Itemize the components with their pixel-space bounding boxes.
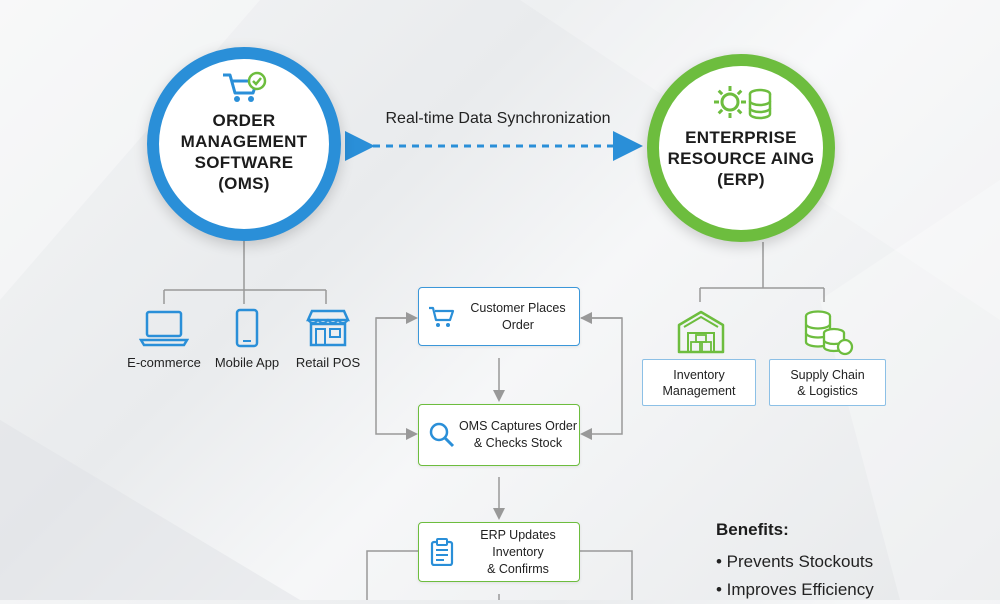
cart-icon [427,305,457,329]
oms-channel-tree [163,241,327,304]
channel-label: Mobile App [214,355,280,370]
channel-retail-pos: Retail POS [278,308,378,370]
erp-module-supply-chain: Supply Chain & Logistics [769,359,886,406]
flow-step-label: Customer Places Order [470,300,566,332]
coins-icon [802,309,854,362]
erp-title: ENTERPRISE RESOURCE AING (ERP) [667,128,815,189]
oms-title: ORDER MANAGEMENT SOFTWARE (OMS) [180,111,308,193]
flow-loops [366,312,633,600]
cart-check-icon [221,71,267,110]
benefits-heading: Benefits: [716,520,789,539]
benefits-panel: Benefits: • Prevents Stockouts • Improve… [716,520,874,604]
channel-label: Retail POS [295,355,361,370]
flow-step-oms-capture: OMS Captures Order & Checks Stock [418,404,580,466]
benefit-item: • Improves Efficiency [716,580,874,599]
flow-step-erp-update: ERP Updates Inventory & Confirms [418,522,580,582]
channel-label: E-commerce [127,355,201,370]
oms-hub: ORDER MANAGEMENT SOFTWARE (OMS) [147,47,341,241]
erp-module-tree [699,242,825,302]
flow-step-customer-order: Customer Places Order [418,287,580,346]
gear-database-icon [710,82,772,127]
erp-module-inventory: Inventory Management [642,359,756,406]
channel-ecommerce: E-commerce [114,308,214,370]
flow-step-label: OMS Captures Order & Checks Stock [458,419,578,450]
channel-mobile-app: Mobile App [197,308,297,370]
flow-step-label: ERP Updates Inventory & Confirms [480,527,556,576]
erp-hub: ENTERPRISE RESOURCE AING (ERP) [647,54,835,242]
storefront-icon [303,309,353,352]
clipboard-icon [427,538,457,566]
magnifier-icon [427,421,457,449]
warehouse-icon [676,309,726,360]
benefit-item: • Prevents Stockouts [716,552,874,571]
smartphone-icon [222,308,272,352]
sync-label: Real-time Data Synchronization [385,110,611,127]
laptop-icon [138,310,190,352]
